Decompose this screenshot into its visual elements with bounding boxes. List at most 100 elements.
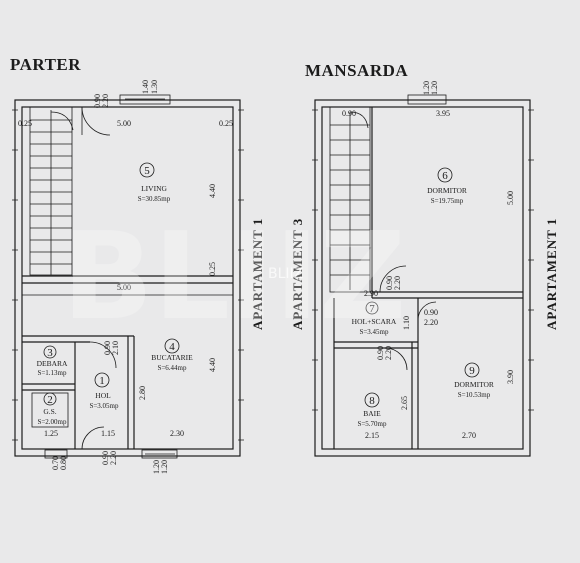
- ground-hol-door-swing: [89, 341, 117, 369]
- dim-label: 0.90: [385, 276, 394, 290]
- ground-bottom-window-2: [141, 449, 178, 459]
- dim-label: 2.20: [109, 451, 118, 465]
- room-dormitor-9: 9 DORMITOR S=10.53mp: [454, 362, 494, 399]
- room-baie: 8 BAIE S=5.70mp: [357, 392, 387, 428]
- dim-label: 0.25: [208, 262, 217, 276]
- room-number: 9: [469, 365, 475, 377]
- dim-label: 2.65: [400, 396, 409, 410]
- room-name: DORMITOR: [454, 380, 494, 389]
- dim-label: 1.20: [160, 460, 169, 474]
- room-name: HOL: [95, 391, 111, 400]
- dim-label: 0.25: [219, 119, 233, 128]
- ground-floor-title: PARTER: [10, 55, 81, 74]
- room-gs: 2 G.S. S=2.00mp: [37, 392, 67, 426]
- attic-top-window: [407, 94, 447, 105]
- room-dormitor-6: 6 DORMITOR S=19.75mp: [427, 167, 467, 205]
- attic-wall-hatching: [312, 109, 534, 411]
- room-area: S=1.13mp: [37, 369, 67, 377]
- attic-bedroom9-door-swing: [417, 301, 437, 321]
- dim-label: 2.20: [101, 94, 110, 108]
- room-hol-scara: 7 HOL+SCARA S=3.45mp: [352, 301, 397, 336]
- dim-label: 2.20: [424, 318, 438, 327]
- dim-label: 0.70: [51, 456, 60, 470]
- room-name: DEBARA: [37, 359, 68, 368]
- room-number: 5: [144, 165, 150, 177]
- room-area: S=5.70mp: [357, 420, 387, 428]
- room-number: 1: [99, 375, 105, 387]
- room-name: BUCATARIE: [151, 353, 193, 362]
- dim-label: 0.90: [424, 308, 438, 317]
- ground-outer-wall: [14, 99, 241, 457]
- dim-label: 0.80: [59, 456, 68, 470]
- attic-title: MANSARDA: [305, 61, 408, 80]
- dim-label: 0.25: [18, 119, 32, 128]
- room-debara: 3 DEBARA S=1.13mp: [37, 345, 68, 377]
- attic-outer-wall: [314, 99, 531, 457]
- attic-side-label-right: APARTAMENT 1: [544, 218, 559, 330]
- room-name: HOL+SCARA: [352, 317, 397, 326]
- room-number: 6: [442, 170, 448, 182]
- dim-label: 5.00: [506, 191, 515, 205]
- dim-label: 5.00: [117, 283, 131, 292]
- ground-top-window: [119, 94, 171, 105]
- room-name: G.S.: [43, 407, 56, 416]
- dim-label: 3.90: [506, 370, 515, 384]
- room-area: S=6.44mp: [157, 364, 187, 372]
- room-number: 2: [47, 394, 53, 406]
- watermark-logo: BLIIZ: [62, 208, 406, 347]
- dim-label: 2.20: [393, 276, 402, 290]
- room-number: 3: [47, 347, 53, 359]
- ground-wall-hatching: [12, 109, 244, 441]
- room-name: DORMITOR: [427, 186, 467, 195]
- attic-dimensions: 1.20 1.20 0.90 3.95 5.00 0.90 2.20 2.90 …: [342, 81, 515, 440]
- dim-label: 1.15: [101, 429, 115, 438]
- attic-side-label-left: APARTAMENT 3: [290, 218, 305, 330]
- dim-label: 2.15: [365, 431, 379, 440]
- ground-floor-plan: [12, 94, 244, 459]
- dim-label: 2.80: [138, 386, 147, 400]
- dim-label: 1.40: [141, 80, 150, 94]
- room-living: 5 LIVING S=30.85mp: [138, 162, 171, 203]
- room-number: 7: [369, 303, 375, 315]
- room-name: BAIE: [363, 409, 381, 418]
- dim-label: 0.90: [101, 451, 110, 465]
- attic-bedroom6-door-swing: [379, 265, 407, 293]
- ground-bottom-window-1: [44, 449, 68, 459]
- dim-label: 2.30: [170, 429, 184, 438]
- dim-label: 4.40: [208, 184, 217, 198]
- dim-label: 4.40: [208, 358, 217, 372]
- dim-label: 2.70: [462, 431, 476, 440]
- room-area: S=10.53mp: [458, 391, 491, 399]
- dim-label: 0.90: [376, 346, 385, 360]
- room-number: 8: [369, 395, 375, 407]
- dim-label: 1.30: [150, 80, 159, 94]
- ground-dimensions: 1.40 1.30 0.90 2.20 0.25 5.00 0.25 4.40 …: [18, 80, 233, 474]
- ground-bottom-door-swing: [81, 426, 105, 450]
- dim-label: 1.25: [44, 429, 58, 438]
- attic-inner-wall: [321, 106, 524, 450]
- room-area: S=2.00mp: [37, 418, 67, 426]
- room-area: S=3.05mp: [89, 402, 119, 410]
- attic-floor-plan: [312, 94, 534, 457]
- ground-staircase: [29, 106, 74, 276]
- dim-label: 2.20: [384, 346, 393, 360]
- dim-label: 0.90: [103, 341, 112, 355]
- room-bucatarie: 4 BUCATARIE S=6.44mp: [151, 338, 193, 372]
- dim-label: 0.90: [93, 94, 102, 108]
- dim-label: 5.00: [117, 119, 131, 128]
- ground-top-door-swing: [81, 106, 111, 136]
- room-area: S=30.85mp: [138, 195, 171, 203]
- dim-label: 2.90: [364, 289, 378, 298]
- dim-label: 1.20: [152, 460, 161, 474]
- room-name: LIVING: [141, 184, 167, 193]
- dim-label: 0.90: [342, 109, 356, 118]
- room-area: S=19.75mp: [431, 197, 464, 205]
- attic-bath-door-swing: [384, 347, 408, 371]
- room-number: 4: [169, 341, 175, 353]
- dim-label: 1.20: [430, 81, 439, 95]
- attic-staircase: [329, 106, 371, 293]
- room-area: S=3.45mp: [359, 328, 389, 336]
- dim-label: 2.10: [111, 341, 120, 355]
- dim-label: 1.20: [422, 81, 431, 95]
